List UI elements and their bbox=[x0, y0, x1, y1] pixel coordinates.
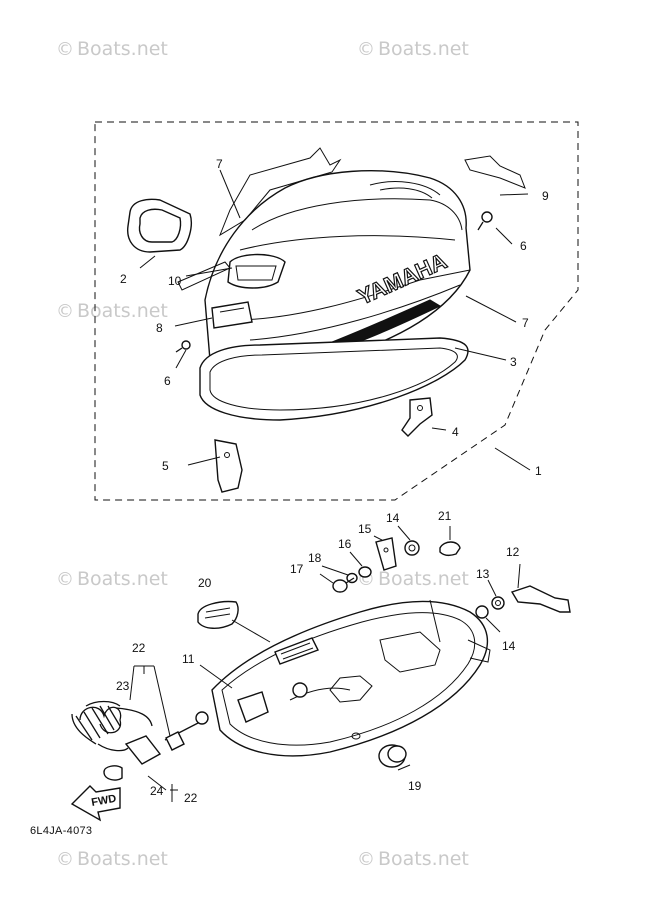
fwd-arrow-icon: FWD bbox=[70, 785, 121, 822]
nut-14-top bbox=[404, 540, 420, 556]
decal-9 bbox=[464, 155, 526, 189]
bracket-5 bbox=[214, 439, 243, 493]
callout-1: 1 bbox=[535, 464, 542, 478]
callout-23: 23 bbox=[116, 679, 130, 693]
bracket-12 bbox=[510, 585, 571, 613]
callout-13: 13 bbox=[476, 567, 490, 581]
callout-14-right: 14 bbox=[502, 639, 516, 653]
fwd-arrow-label: FWD bbox=[90, 793, 117, 809]
callout-4: 4 bbox=[452, 425, 459, 439]
watermark-bottom-left: ©Boats.net bbox=[56, 848, 168, 870]
decal-upper bbox=[218, 147, 342, 237]
callout-21: 21 bbox=[438, 509, 452, 523]
diagram-code: 6L4JA-4073 bbox=[30, 825, 93, 837]
callout-15: 15 bbox=[358, 522, 372, 536]
assembly-boundary bbox=[94, 121, 579, 501]
callout-10: 10 bbox=[168, 274, 182, 288]
grommet-19 bbox=[378, 744, 407, 768]
watermark-mid-left: ©Boats.net bbox=[56, 300, 168, 322]
callout-22-top: 22 bbox=[132, 641, 146, 655]
callout-24: 24 bbox=[150, 784, 164, 798]
grille-20 bbox=[197, 600, 239, 629]
callout-3: 3 bbox=[510, 355, 517, 369]
callout-22-bottom: 22 bbox=[184, 791, 198, 805]
bracket-4 bbox=[401, 397, 433, 437]
callout-9: 9 bbox=[542, 189, 549, 203]
callout-7-right: 7 bbox=[522, 316, 529, 330]
plate-15 bbox=[375, 537, 397, 571]
callout-2: 2 bbox=[120, 272, 127, 286]
top-cowling: YAMAHA bbox=[204, 170, 471, 369]
washer-16 bbox=[358, 566, 372, 578]
callout-12: 12 bbox=[506, 545, 520, 559]
callout-6-top: 6 bbox=[520, 239, 527, 253]
callout-7-top: 7 bbox=[216, 157, 223, 171]
callout-6-left: 6 bbox=[164, 374, 171, 388]
nut-13 bbox=[491, 596, 505, 610]
screw-6-top bbox=[477, 211, 493, 231]
clip-24 bbox=[103, 765, 123, 781]
clip-21 bbox=[439, 541, 461, 557]
callout-8: 8 bbox=[156, 321, 163, 335]
callout-11: 11 bbox=[182, 652, 195, 666]
watermark-bottom-right: ©Boats.net bbox=[357, 848, 469, 870]
callout-5: 5 bbox=[162, 459, 169, 473]
bolt-17 bbox=[332, 577, 355, 593]
callout-18: 18 bbox=[308, 551, 322, 565]
callout-17: 17 bbox=[290, 562, 304, 576]
watermark-top-left: ©Boats.net bbox=[56, 38, 168, 60]
nut-14-right bbox=[475, 605, 489, 619]
seal-ring-3 bbox=[199, 337, 469, 421]
leader-lines bbox=[129, 169, 531, 802]
callout-16: 16 bbox=[338, 537, 352, 551]
callout-20: 20 bbox=[198, 576, 212, 590]
bottom-cowling bbox=[211, 599, 491, 757]
callout-19: 19 bbox=[408, 779, 422, 793]
screw-6-left bbox=[175, 340, 191, 353]
stop-switch-lanyard bbox=[71, 700, 209, 765]
callout-14-top: 14 bbox=[386, 511, 400, 525]
watermark-lower-left: ©Boats.net bbox=[56, 568, 168, 590]
grommet-2 bbox=[127, 198, 192, 253]
watermark-top-right: ©Boats.net bbox=[357, 38, 469, 60]
